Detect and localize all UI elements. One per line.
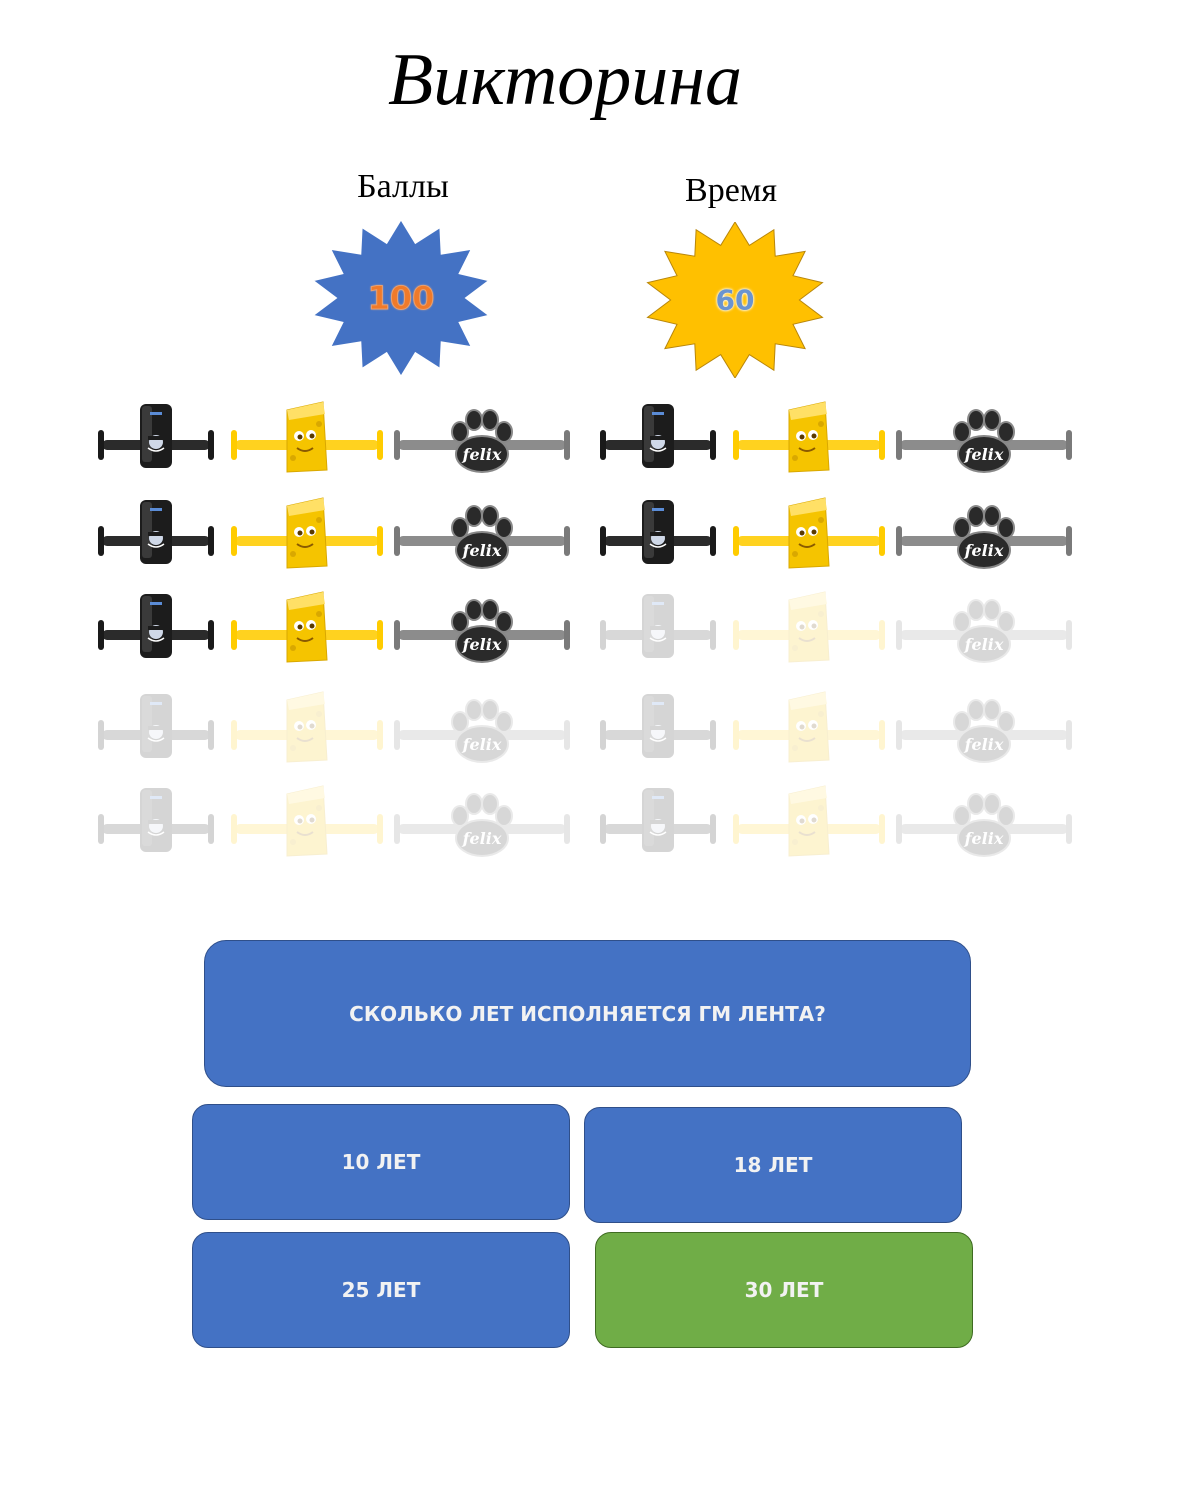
deodorant-stick-icon	[98, 784, 214, 874]
deodorant-stick-icon	[600, 400, 716, 490]
felix-paw-icon: felix	[394, 496, 570, 586]
felix-paw-icon: felix	[394, 784, 570, 874]
deodorant-stick-icon	[600, 690, 716, 780]
felix-logo-text: felix	[964, 635, 1004, 654]
felix-logo-text: felix	[462, 829, 502, 848]
cheese-mascot-icon	[231, 690, 383, 780]
felix-logo-text: felix	[964, 445, 1004, 464]
timer-star-icon	[646, 222, 824, 378]
felix-paw-icon: felix	[896, 590, 1072, 680]
deodorant-stick-icon	[98, 496, 214, 586]
deodorant-stick-icon	[98, 590, 214, 680]
question-text: СКОЛЬКО ЛЕТ ИСПОЛНЯЕТСЯ ГМ ЛЕНТА?	[349, 1001, 826, 1026]
felix-paw-icon: felix	[394, 690, 570, 780]
question-box: СКОЛЬКО ЛЕТ ИСПОЛНЯЕТСЯ ГМ ЛЕНТА?	[204, 940, 971, 1087]
felix-paw-icon: felix	[394, 400, 570, 490]
timer-star-badge: 60	[645, 222, 825, 378]
felix-paw-icon: felix	[896, 496, 1072, 586]
answer-label-1: 10 ЛЕТ	[341, 1150, 421, 1174]
felix-logo-text: felix	[462, 635, 502, 654]
deodorant-stick-icon	[98, 690, 214, 780]
felix-logo-text: felix	[462, 445, 502, 464]
cheese-mascot-icon	[733, 400, 885, 490]
deodorant-stick-icon	[600, 784, 716, 874]
score-star-badge: 100	[311, 220, 491, 376]
deodorant-stick-icon	[600, 590, 716, 680]
felix-logo-text: felix	[462, 541, 502, 560]
time-label: Время	[685, 172, 777, 209]
cheese-mascot-icon	[231, 784, 383, 874]
felix-paw-icon: felix	[394, 590, 570, 680]
prize-token-grid: felix felix	[98, 400, 1072, 874]
deodorant-stick-icon	[98, 400, 214, 490]
answer-button-1[interactable]: 10 ЛЕТ	[192, 1104, 570, 1220]
answer-label-2: 18 ЛЕТ	[733, 1153, 813, 1177]
answer-button-4[interactable]: 30 ЛЕТ	[595, 1232, 973, 1348]
felix-logo-text: felix	[964, 829, 1004, 848]
cheese-mascot-icon	[733, 784, 885, 874]
cheese-mascot-icon	[733, 590, 885, 680]
cheese-mascot-icon	[231, 590, 383, 680]
deodorant-stick-icon	[600, 496, 716, 586]
cheese-mascot-icon	[231, 496, 383, 586]
score-label: Баллы	[357, 168, 449, 205]
cheese-mascot-icon	[733, 496, 885, 586]
timer-value: 60	[715, 283, 755, 317]
score-star-icon	[312, 220, 490, 376]
felix-logo-text: felix	[964, 541, 1004, 560]
felix-logo-text: felix	[462, 735, 502, 754]
answer-button-2[interactable]: 18 ЛЕТ	[584, 1107, 962, 1223]
cheese-mascot-icon	[733, 690, 885, 780]
answer-label-3: 25 ЛЕТ	[341, 1278, 421, 1302]
answer-button-3[interactable]: 25 ЛЕТ	[192, 1232, 570, 1348]
felix-logo-text: felix	[964, 735, 1004, 754]
answer-label-4: 30 ЛЕТ	[744, 1278, 824, 1302]
page-title: Викторина	[388, 39, 742, 121]
score-value: 100	[367, 279, 435, 318]
felix-paw-icon: felix	[896, 400, 1072, 490]
felix-paw-icon: felix	[896, 690, 1072, 780]
cheese-mascot-icon	[231, 400, 383, 490]
felix-paw-icon: felix	[896, 784, 1072, 874]
